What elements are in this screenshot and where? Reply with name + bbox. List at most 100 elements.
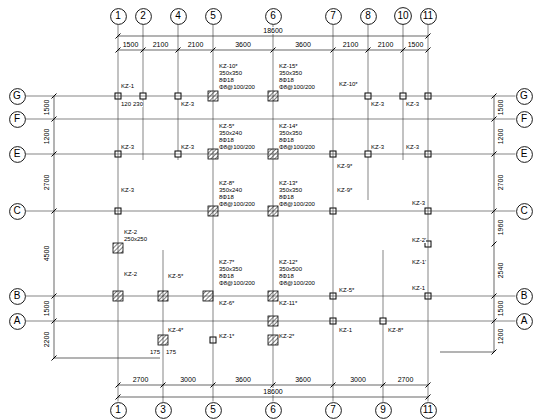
- column-label: KZ-9*: [337, 187, 352, 193]
- axis-number: F: [14, 114, 20, 124]
- dimension-text: 1200: [497, 329, 504, 345]
- dimension-text: 2200: [43, 332, 50, 348]
- column-label: 120: [121, 101, 131, 107]
- axis-circle-outline: [516, 146, 532, 162]
- axis-bubble: 7: [325, 8, 342, 25]
- dimension-text: 2100: [153, 41, 169, 48]
- column-label: 350x350: [279, 187, 302, 193]
- column-label: KZ-5*: [168, 273, 183, 279]
- axis-circle-outline: [420, 402, 436, 418]
- axis-number: 1: [115, 11, 121, 21]
- dimension-text: 2100: [378, 41, 394, 48]
- axis-number: E: [14, 149, 21, 159]
- column-label: KZ-4*: [168, 327, 183, 333]
- axis-bubble: 2: [135, 8, 152, 25]
- column-label: Φ8@100/200: [279, 144, 315, 150]
- axis-bubble: 10: [394, 7, 412, 25]
- column-label: KZ-1': [412, 259, 426, 265]
- axis-bubble: F: [516, 111, 533, 128]
- axis-line: [273, 25, 274, 402]
- axis-number: G: [13, 91, 21, 101]
- axis-number: 7: [330, 11, 336, 21]
- axis-number: A: [14, 316, 21, 326]
- axis-number: 8: [365, 11, 371, 21]
- axis-number: E: [521, 149, 528, 159]
- column-label: KZ-13*: [279, 180, 298, 186]
- column-label: 8Φ18: [279, 273, 294, 279]
- partial-axis-line: [143, 24, 403, 402]
- axis-bubble: 7: [325, 402, 342, 419]
- column-label: KZ-3: [406, 101, 419, 107]
- column-label: Φ8@100/200: [279, 201, 315, 207]
- axis-bubble: 9: [375, 402, 392, 419]
- column-label: 8Φ18: [219, 77, 234, 83]
- axis-number: B: [14, 291, 21, 301]
- axis-circle-outline: [375, 402, 391, 418]
- axis-circle-outline: [9, 313, 25, 329]
- column-section: [158, 335, 168, 345]
- column-label: Φ8@100/200: [219, 84, 255, 90]
- column-label: KZ-2*: [279, 333, 294, 339]
- dimension-text: 2100: [343, 41, 359, 48]
- axis-number: F: [521, 114, 527, 124]
- axis-number: 4: [175, 11, 181, 21]
- column-label: Φ8@100/200: [219, 280, 255, 286]
- axis-bubble: 11: [420, 402, 437, 419]
- axis-circle-outline: [170, 8, 186, 24]
- axis-bubble: G: [516, 88, 533, 105]
- axis-bubble: 8: [360, 8, 377, 25]
- column-label: 8Φ18: [219, 194, 234, 200]
- column-label: 350x500: [279, 266, 302, 272]
- column-label: KZ-2': [412, 237, 426, 243]
- column-label: 350x350: [279, 130, 302, 136]
- column-label: KZ-2: [124, 271, 137, 277]
- dimension-text: 1960: [497, 220, 504, 236]
- axis-bubble: 1: [110, 8, 127, 25]
- column-label: KZ-1: [121, 83, 134, 89]
- column-label: KZ-15*: [279, 63, 298, 69]
- column-label: KZ-3: [371, 101, 384, 107]
- axis-number: A: [521, 316, 528, 326]
- dimension-text: 3600: [235, 41, 251, 48]
- column-sections: [113, 91, 431, 345]
- column-label: 8Φ18: [219, 137, 234, 143]
- axis-circle-outline: [135, 8, 151, 24]
- dimension-text: 4500: [43, 246, 50, 262]
- axis-number: 10: [397, 11, 408, 21]
- axis-line: [118, 25, 119, 402]
- axis-number: C: [520, 206, 527, 216]
- dimension-text: 2100: [188, 41, 204, 48]
- dimension-text: 1200: [43, 129, 50, 145]
- axis-circle-outline: [9, 146, 25, 162]
- column-label: 175: [150, 349, 160, 355]
- axis-number: 1: [115, 405, 121, 415]
- axis-bubble: E: [516, 146, 533, 163]
- dimension-text: 1500: [43, 100, 50, 116]
- dimension-text: 18600: [263, 27, 282, 34]
- axis-circle-outline: [9, 111, 25, 127]
- column-label: KZ-1*: [219, 333, 234, 339]
- axis-number: 6: [270, 11, 276, 21]
- column-label: KZ-3: [371, 144, 384, 150]
- dimension-text: 1500: [123, 41, 139, 48]
- column-label: Φ8@100/200: [219, 144, 255, 150]
- dimension-text: 1500: [497, 301, 504, 317]
- dimension-text: 2700: [398, 376, 414, 383]
- axis-bubble: 1: [110, 402, 127, 419]
- column-label: KZ-5*: [339, 287, 354, 293]
- axis-circle-outline: [9, 203, 25, 219]
- column-label: 8Φ18: [279, 137, 294, 143]
- column-label: Φ8@100/200: [279, 84, 315, 90]
- axis-number: 6: [270, 405, 276, 415]
- axis-circle-outline: [110, 402, 126, 418]
- column-label: KZ-3: [181, 101, 194, 107]
- axis-circle-outline: [205, 402, 221, 418]
- column-label: 230: [133, 101, 143, 107]
- axis-circle-outline: [516, 88, 532, 104]
- dimension-text: 18600: [263, 388, 282, 395]
- axis-circle-outline: [265, 8, 281, 24]
- dimension-text: 3600: [295, 376, 311, 383]
- column-label: KZ-3: [412, 200, 425, 206]
- dimension-text: 1500: [408, 41, 424, 48]
